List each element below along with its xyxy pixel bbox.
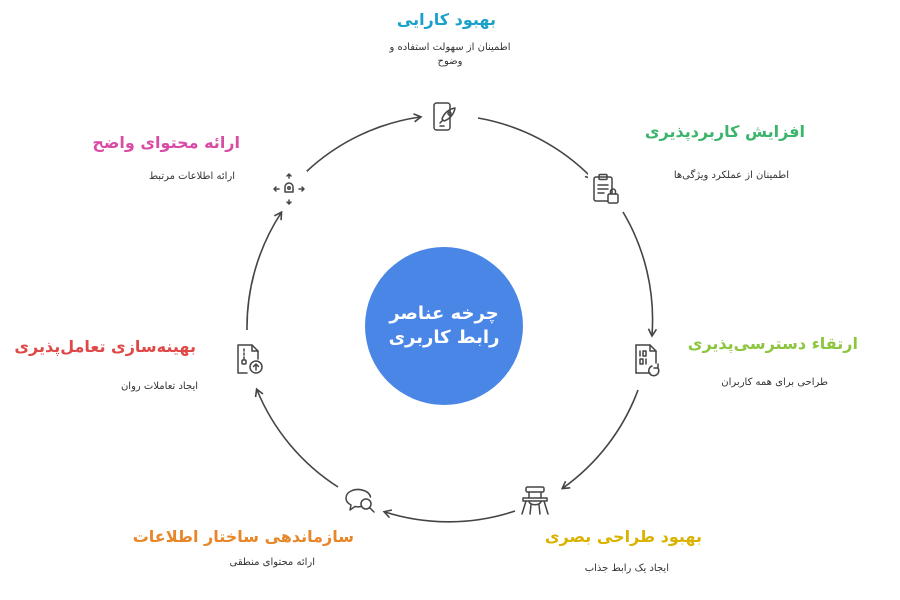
arrow-6 — [246, 210, 283, 331]
arrow-3 — [560, 389, 639, 490]
node-5-title: سازماندهی ساختار اطلاعات — [132, 527, 354, 546]
binary-file-refresh-icon — [629, 341, 665, 377]
center-title-line1: چرخه عناصر — [389, 302, 499, 324]
node-7-desc: ارائه اطلاعات مرتبط — [148, 171, 235, 182]
node-3-desc: طراحی برای همه کاربران — [721, 377, 828, 388]
arrow-2 — [622, 211, 658, 338]
arrow-4 — [382, 509, 516, 523]
move-arrows-icon — [271, 171, 307, 207]
node-2-title: افزایش کاربردپذیری — [644, 122, 805, 141]
node-6-title: بهینه‌سازی تعامل‌پذیری — [14, 337, 196, 356]
node-3-title: ارتقاء دسترسی‌پذیری — [687, 334, 858, 353]
arrow-1 — [477, 117, 594, 180]
baby-chair-icon — [517, 482, 553, 518]
center-circle: چرخه عناصر رابط کاربری — [365, 247, 523, 405]
arrow-5 — [254, 387, 339, 488]
clipboard-lock-icon — [588, 171, 624, 207]
chat-search-icon — [342, 482, 378, 518]
node-7-title: ارائه محتوای واضح — [92, 133, 240, 152]
node-4-title: بهبود طراحی بصری — [544, 527, 702, 546]
node-6-desc: ایجاد تعاملات روان — [120, 381, 198, 392]
node-1-title: بهبود کارایی — [396, 10, 496, 29]
center-title-line2: رابط کاربری — [388, 327, 500, 348]
node-5-desc: ارائه محتوای منطقی — [229, 557, 315, 568]
node-2-desc: اطمینان از عملکرد ویژگی‌ها — [673, 170, 789, 181]
rocket-phone-icon — [426, 99, 462, 135]
node-1-desc: اطمینان از سهولت استفاده و وضوح — [389, 42, 511, 67]
node-4-desc: ایجاد یک رابط جذاب — [584, 563, 669, 574]
file-upload-icon — [231, 341, 267, 377]
arrow-7 — [305, 113, 423, 173]
